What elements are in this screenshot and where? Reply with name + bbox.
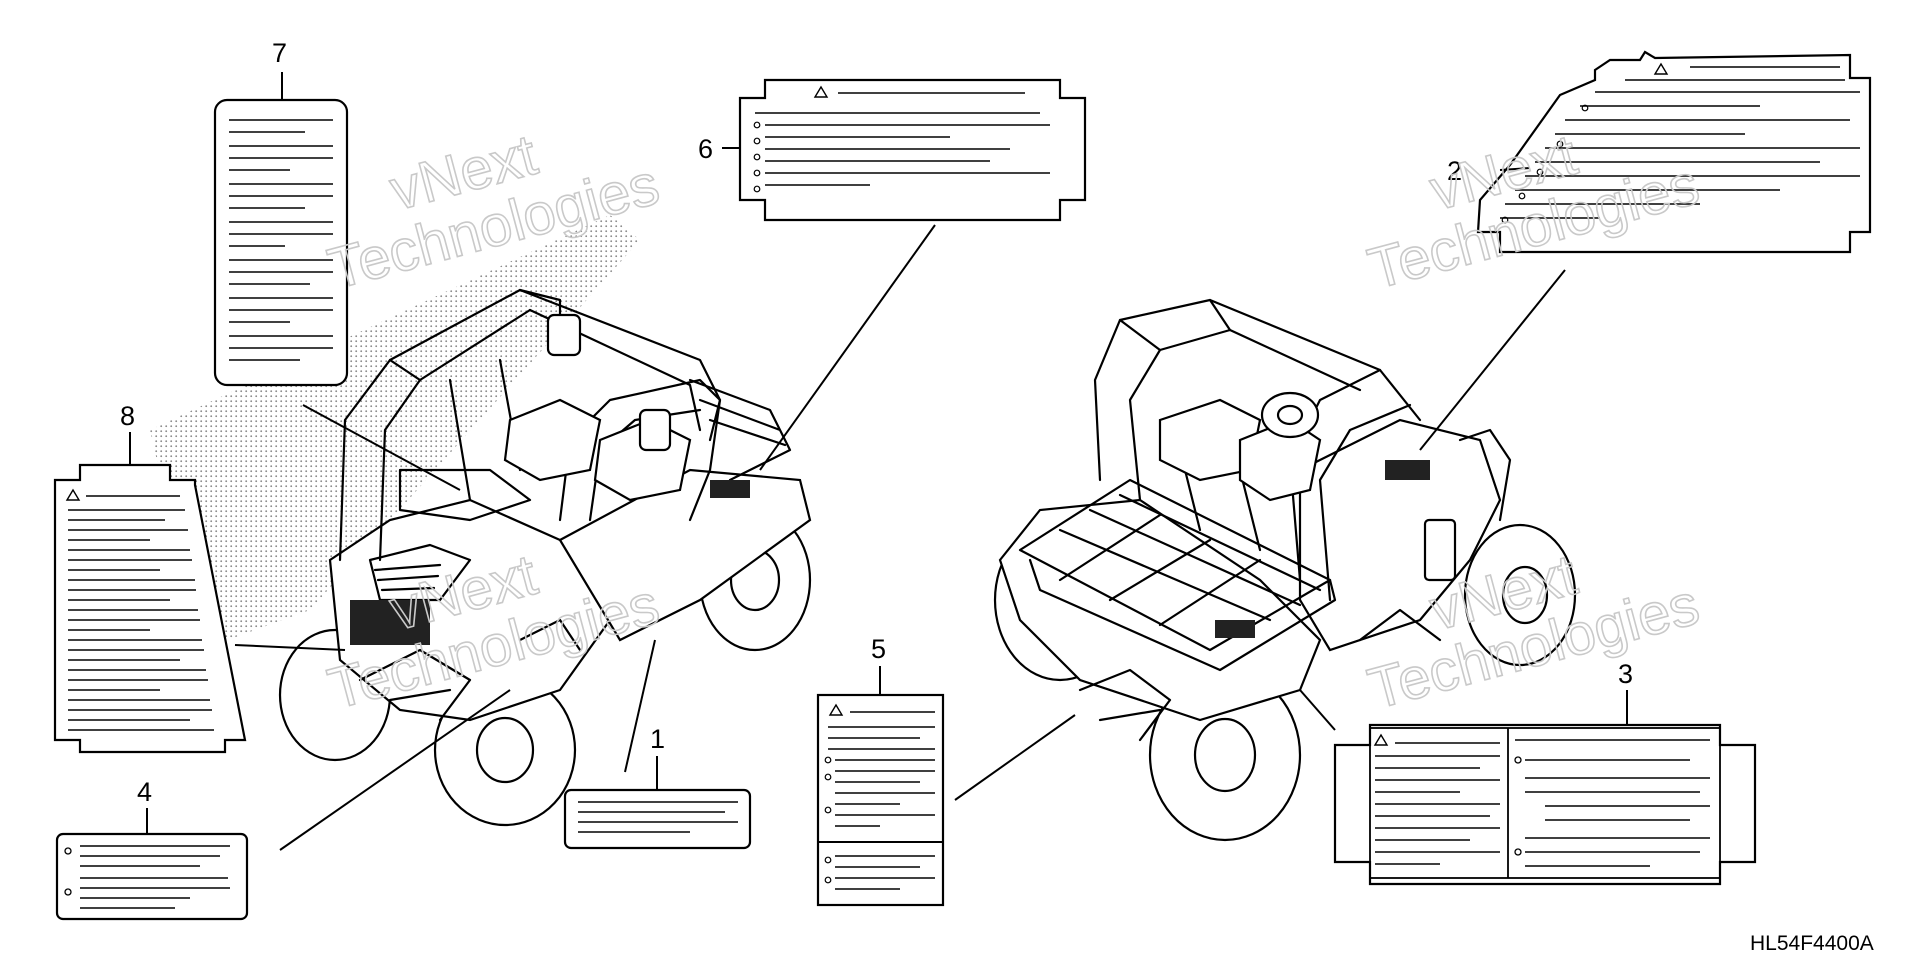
dotted-shading bbox=[150, 215, 640, 650]
bullet-dot-icon bbox=[1514, 756, 1522, 764]
bullet-dot-icon bbox=[64, 888, 72, 896]
bullet-dot-icon bbox=[1501, 216, 1509, 224]
bullet-dot-icon bbox=[64, 847, 72, 855]
warning-triangle-icon bbox=[828, 703, 844, 716]
warning-triangle-icon bbox=[65, 488, 81, 501]
left-vehicle-illustration bbox=[278, 288, 812, 827]
callout-3: 3 bbox=[1618, 659, 1633, 689]
warning-triangle-icon bbox=[1653, 62, 1669, 75]
label-4-decal: 4 bbox=[55, 777, 249, 921]
bullet-dot-icon bbox=[824, 876, 832, 884]
label-2-decal: 2 bbox=[1447, 50, 1872, 254]
part-code: HL54F4400A bbox=[1750, 932, 1874, 955]
bullet-dot-icon bbox=[753, 169, 761, 177]
callout-6: 6 bbox=[698, 134, 713, 164]
callout-7: 7 bbox=[272, 38, 287, 68]
bullet-dot-icon bbox=[1514, 848, 1522, 856]
label-7-decal: 7 bbox=[213, 38, 349, 387]
bullet-dot-icon bbox=[753, 137, 761, 145]
label-8-decal: 8 bbox=[53, 401, 247, 754]
label-6-decal: 6 bbox=[698, 78, 1087, 222]
bullet-dot-icon bbox=[1581, 104, 1589, 112]
callout-5: 5 bbox=[871, 634, 886, 664]
bullet-dot-icon bbox=[753, 153, 761, 161]
right-vehicle-illustration bbox=[993, 298, 1577, 842]
bullet-dot-icon bbox=[1518, 192, 1526, 200]
bullet-dot-icon bbox=[1556, 140, 1564, 148]
bullet-dot-icon bbox=[1536, 168, 1544, 176]
bullet-dot-icon bbox=[753, 185, 761, 193]
label-3-decal: 3 bbox=[1333, 659, 1757, 886]
warning-triangle-icon bbox=[1373, 733, 1389, 746]
warning-triangle-icon bbox=[813, 85, 829, 98]
label-5-decal: 5 bbox=[816, 634, 945, 907]
bullet-dot-icon bbox=[824, 756, 832, 764]
bullet-dot-icon bbox=[753, 121, 761, 129]
bullet-dot-icon bbox=[824, 773, 832, 781]
bullet-dot-icon bbox=[824, 806, 832, 814]
label-1-decal: 1 bbox=[563, 724, 752, 850]
callout-8: 8 bbox=[120, 401, 135, 431]
callout-2: 2 bbox=[1447, 156, 1462, 186]
callout-1: 1 bbox=[650, 724, 665, 754]
leader-lines bbox=[234, 224, 1566, 851]
callout-4: 4 bbox=[137, 777, 152, 807]
bullet-dot-icon bbox=[824, 856, 832, 864]
watermark-group: vNext Technologies vNext Technologies vN… bbox=[321, 121, 1706, 722]
